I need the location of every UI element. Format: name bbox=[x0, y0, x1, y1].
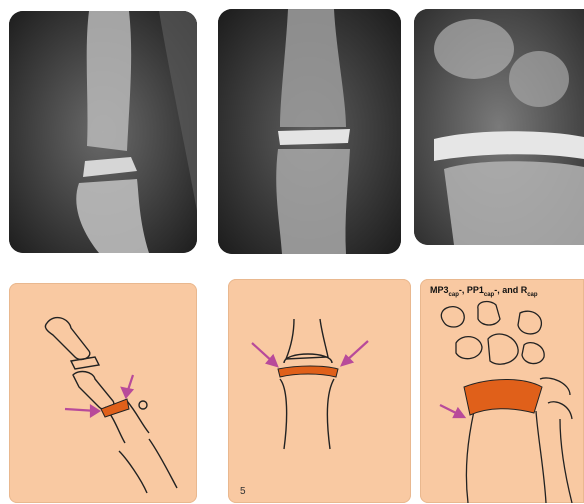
sketch-panel-finger bbox=[9, 283, 197, 503]
sketch-panel-growth-plate: 5 bbox=[228, 279, 411, 503]
xray-panel-wrist bbox=[414, 9, 584, 245]
sketch-panel-wrist: MP3cap-, PP1cap-, and Rcap bbox=[420, 279, 584, 503]
caption: MP3cap-, PP1cap-, and Rcap bbox=[430, 285, 538, 298]
xray-image-3 bbox=[414, 9, 584, 245]
xray-panel-growth-plate bbox=[218, 9, 401, 254]
sketch-drawing-1 bbox=[9, 283, 197, 503]
xray-image-2 bbox=[218, 9, 401, 254]
panel-number: 5 bbox=[240, 486, 246, 497]
sketch-drawing-3 bbox=[420, 279, 584, 503]
sketch-drawing-2 bbox=[228, 279, 411, 503]
xray-panel-finger-phalanx bbox=[9, 11, 197, 253]
xray-image-1 bbox=[9, 11, 197, 253]
